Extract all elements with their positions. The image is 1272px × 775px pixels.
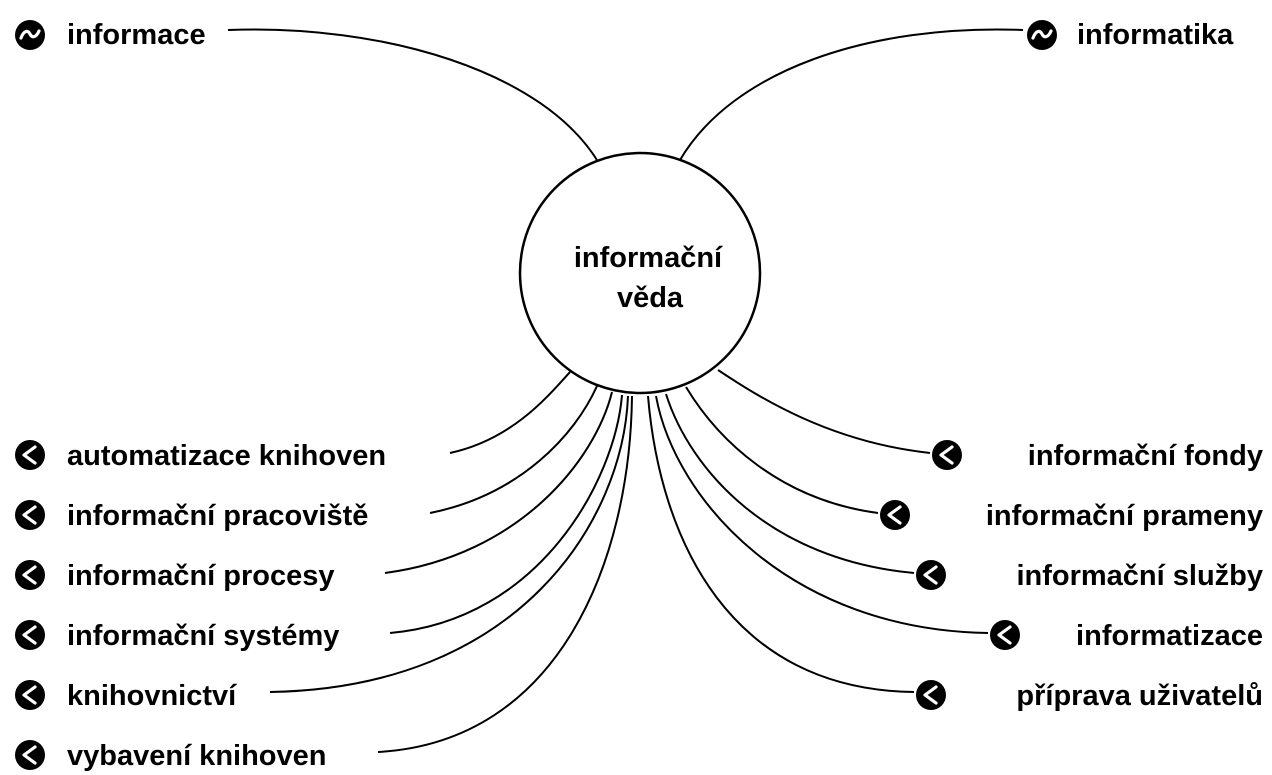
link-knihovnictvi: [269, 395, 629, 693]
chevron-left-icon: [916, 560, 946, 590]
node-informace[interactable]: informace: [15, 19, 206, 51]
link-informatizace: [655, 395, 989, 634]
link-informacni-sluzby: [665, 393, 915, 574]
node-label: informační fondy: [1028, 440, 1263, 472]
node-label: vybavení knihoven: [67, 740, 327, 772]
central-circle: [518, 151, 762, 395]
tilde-icon: [15, 20, 45, 50]
node-informacni-sluzby[interactable]: informační služby: [916, 560, 1263, 592]
chevron-left-icon: [15, 500, 45, 530]
node-informacni-procesy[interactable]: informační procesy: [15, 560, 335, 592]
tilde-icon: [1027, 20, 1057, 50]
link-vybaveni-knihoven: [377, 395, 633, 753]
central-title-line2: věda: [617, 282, 684, 314]
central-concept-node[interactable]: informační věda: [518, 151, 762, 395]
link-informacni-pracoviste: [429, 385, 598, 514]
central-title-line1: informační: [574, 242, 723, 274]
chevron-left-icon: [15, 560, 45, 590]
right-node-list: informační fondy informační prameny info…: [880, 440, 1263, 712]
node-vybaveni-knihoven[interactable]: vybavení knihoven: [15, 740, 327, 772]
node-label-informace: informace: [67, 19, 206, 51]
node-informacni-fondy[interactable]: informační fondy: [932, 440, 1263, 472]
node-label: informační pracoviště: [67, 500, 368, 532]
node-automatizace-knihoven[interactable]: automatizace knihoven: [15, 440, 386, 472]
chevron-left-icon: [932, 440, 962, 470]
node-label: informatizace: [1076, 620, 1263, 652]
chevron-left-icon: [990, 620, 1020, 650]
node-informatika[interactable]: informatika: [1027, 19, 1234, 51]
link-informacni-procesy: [384, 391, 613, 574]
node-label: automatizace knihoven: [67, 440, 386, 472]
link-informacni-fondy: [717, 369, 931, 454]
node-label: informační procesy: [67, 560, 335, 592]
node-informacni-pracoviste[interactable]: informační pracoviště: [15, 500, 368, 532]
link-informace: [227, 28, 601, 166]
chevron-left-icon: [15, 620, 45, 650]
node-label: informační systémy: [67, 620, 339, 652]
chevron-left-icon: [880, 500, 910, 530]
concept-links: [227, 28, 1024, 753]
node-informacni-systemy[interactable]: informační systémy: [15, 620, 339, 652]
node-priprava-uzivatelu[interactable]: příprava uživatelů: [916, 680, 1263, 712]
node-label: informační prameny: [986, 500, 1263, 532]
left-node-list: automatizace knihoven informační pracovi…: [15, 440, 386, 772]
chevron-left-icon: [15, 740, 45, 770]
chevron-left-icon: [15, 680, 45, 710]
link-automatizace-knihoven: [449, 371, 571, 454]
node-informatizace[interactable]: informatizace: [990, 620, 1263, 652]
link-informacni-systemy: [389, 394, 623, 634]
link-informacni-prameny: [685, 386, 879, 514]
link-informatika: [679, 28, 1024, 161]
node-label: knihovnictví: [67, 680, 237, 712]
node-label: informační služby: [1016, 560, 1263, 592]
chevron-left-icon: [916, 680, 946, 710]
node-label-informatika: informatika: [1077, 19, 1234, 51]
node-label: příprava uživatelů: [1016, 680, 1263, 712]
link-priprava-uzivatelu: [647, 395, 915, 693]
node-informacni-prameny[interactable]: informační prameny: [880, 500, 1263, 532]
chevron-left-icon: [15, 440, 45, 470]
node-knihovnictvi[interactable]: knihovnictví: [15, 680, 237, 712]
